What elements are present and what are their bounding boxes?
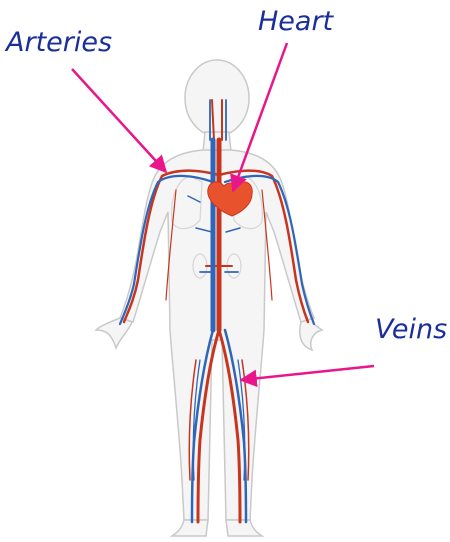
heart-label: Heart: [258, 8, 333, 35]
arteries-pointer-arrow: [72, 69, 166, 172]
arteries-label: Arteries: [6, 29, 112, 56]
veins-label: Veins: [375, 316, 447, 343]
